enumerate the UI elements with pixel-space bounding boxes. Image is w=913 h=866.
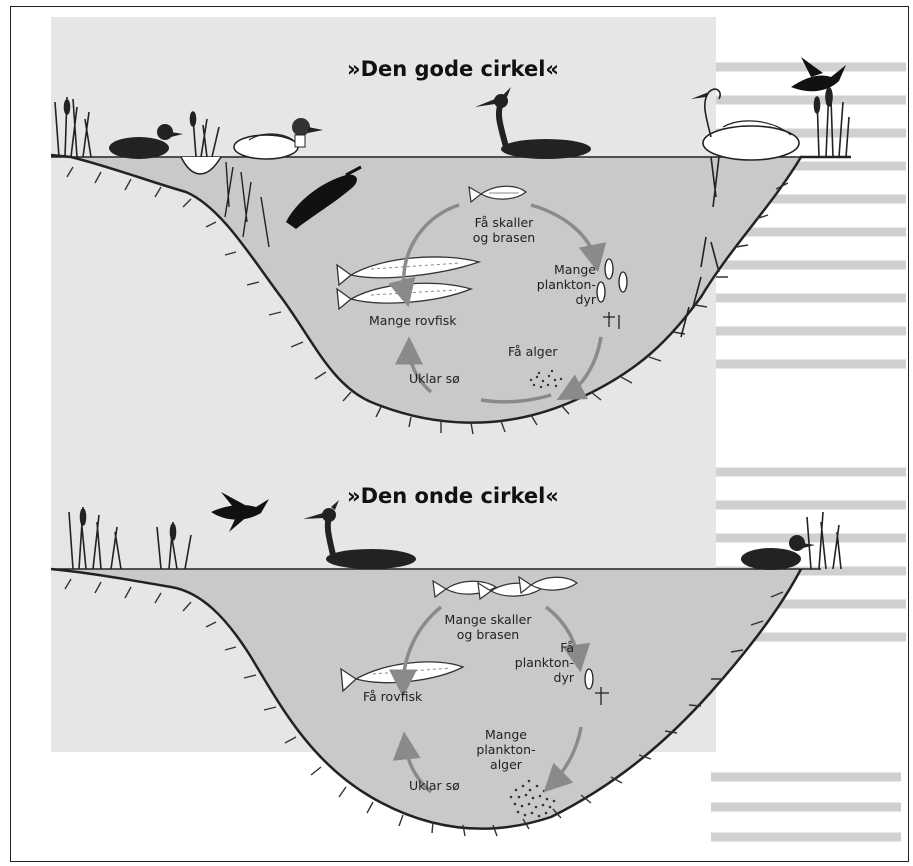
top-label-plankton-line2: plankton- (506, 277, 596, 292)
top-label-plankton: Mange plankton- dyr (506, 262, 596, 307)
figure-frame: »Den gode cirkel« Få skaller og brasen M… (10, 6, 909, 862)
top-label-algae: Få alger (508, 344, 558, 359)
top-label-predators: Mange rovfisk (369, 313, 457, 328)
bottom-label-plankton-line3: dyr (479, 670, 574, 685)
bottom-label-algae: Mange plankton- alger (456, 727, 556, 772)
bottom-diagram-title: »Den onde cirkel« (347, 484, 559, 508)
top-label-fish-line2: og brasen (449, 230, 559, 245)
bottom-label-plankton-line1: Få (479, 640, 574, 655)
bottom-label-plankton: Få plankton- dyr (479, 640, 574, 685)
top-diagram-title: »Den gode cirkel« (347, 57, 559, 81)
top-label-fish: Få skaller og brasen (449, 215, 559, 245)
top-flying-bird (791, 57, 846, 91)
top-label-lake: Uklar sø (409, 371, 460, 386)
top-label-plankton-line1: Mange (506, 262, 596, 277)
bottom-label-algae-line2: plankton- (456, 742, 556, 757)
bottom-label-lake: Uklar sø (409, 778, 460, 793)
bottom-label-algae-line1: Mange (456, 727, 556, 742)
top-label-plankton-line3: dyr (506, 292, 596, 307)
bottom-label-plankton-line2: plankton- (479, 655, 574, 670)
bottom-label-algae-line3: alger (456, 757, 556, 772)
bottom-label-fish-line1: Mange skaller (423, 612, 553, 627)
bottom-label-fish: Mange skaller og brasen (423, 612, 553, 642)
top-label-fish-line1: Få skaller (449, 215, 559, 230)
bottom-label-predators: Få rovfisk (363, 689, 422, 704)
